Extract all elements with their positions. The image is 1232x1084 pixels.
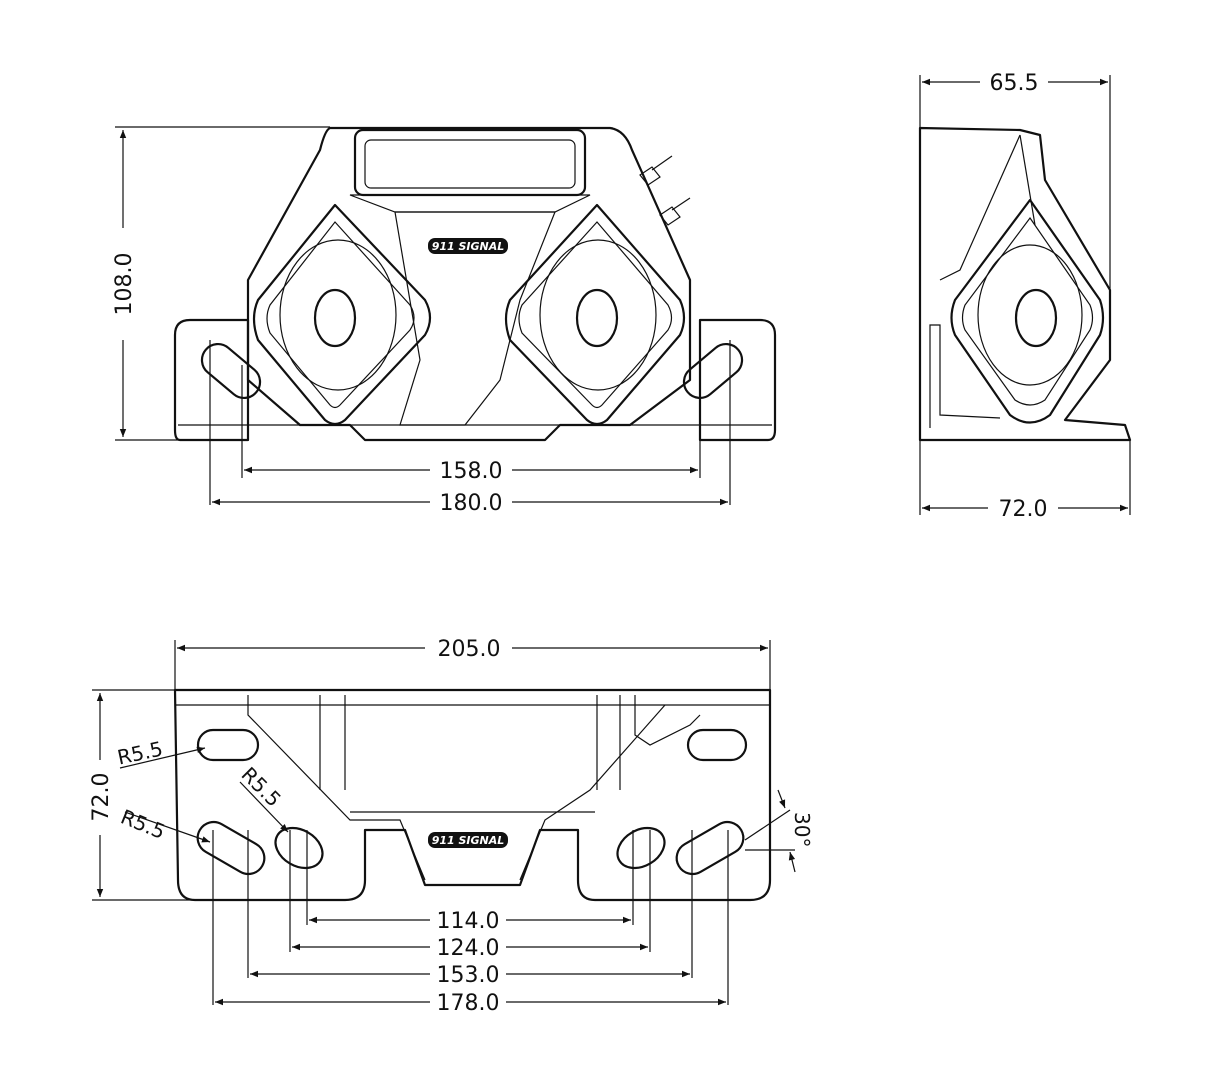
left-speaker (252, 203, 432, 426)
dimension-hole-spacing-outer: 180.0 (440, 491, 503, 516)
dimension-height: 108.0 (112, 253, 137, 316)
terminals (639, 155, 691, 226)
dimension-width: 205.0 (438, 637, 501, 662)
dimension-hole-spacing-inner: 158.0 (440, 459, 503, 484)
brand-logo: 911 SIGNAL (428, 832, 508, 848)
bottom-view: 911 SIGNAL 205.0 72.0 R5.5 R5 (89, 637, 814, 1016)
front-view: 911 SIGNAL (112, 126, 777, 516)
dimension-spacing-124: 124.0 (437, 936, 500, 961)
radius-label-1: R5.5 (115, 737, 165, 770)
dimension-base-depth: 72.0 (999, 497, 1048, 522)
angle-label: 30° (790, 812, 814, 847)
logo-text: 911 SIGNAL (432, 240, 505, 253)
dimension-spacing-178: 178.0 (437, 991, 500, 1016)
brand-logo: 911 SIGNAL (428, 238, 508, 254)
dimension-top-depth: 65.5 (990, 71, 1039, 96)
dimension-depth: 72.0 (89, 773, 114, 822)
side-view: 65.5 72.0 (918, 71, 1132, 522)
radius-label-3: R5.5 (117, 805, 168, 844)
dimension-spacing-153: 153.0 (437, 963, 500, 988)
front-mounting-slot-left (200, 340, 262, 505)
logo-text: 911 SIGNAL (432, 834, 505, 847)
dimension-spacing-114: 114.0 (437, 909, 500, 934)
front-mounting-slot-right (682, 340, 744, 505)
right-speaker (504, 203, 686, 426)
